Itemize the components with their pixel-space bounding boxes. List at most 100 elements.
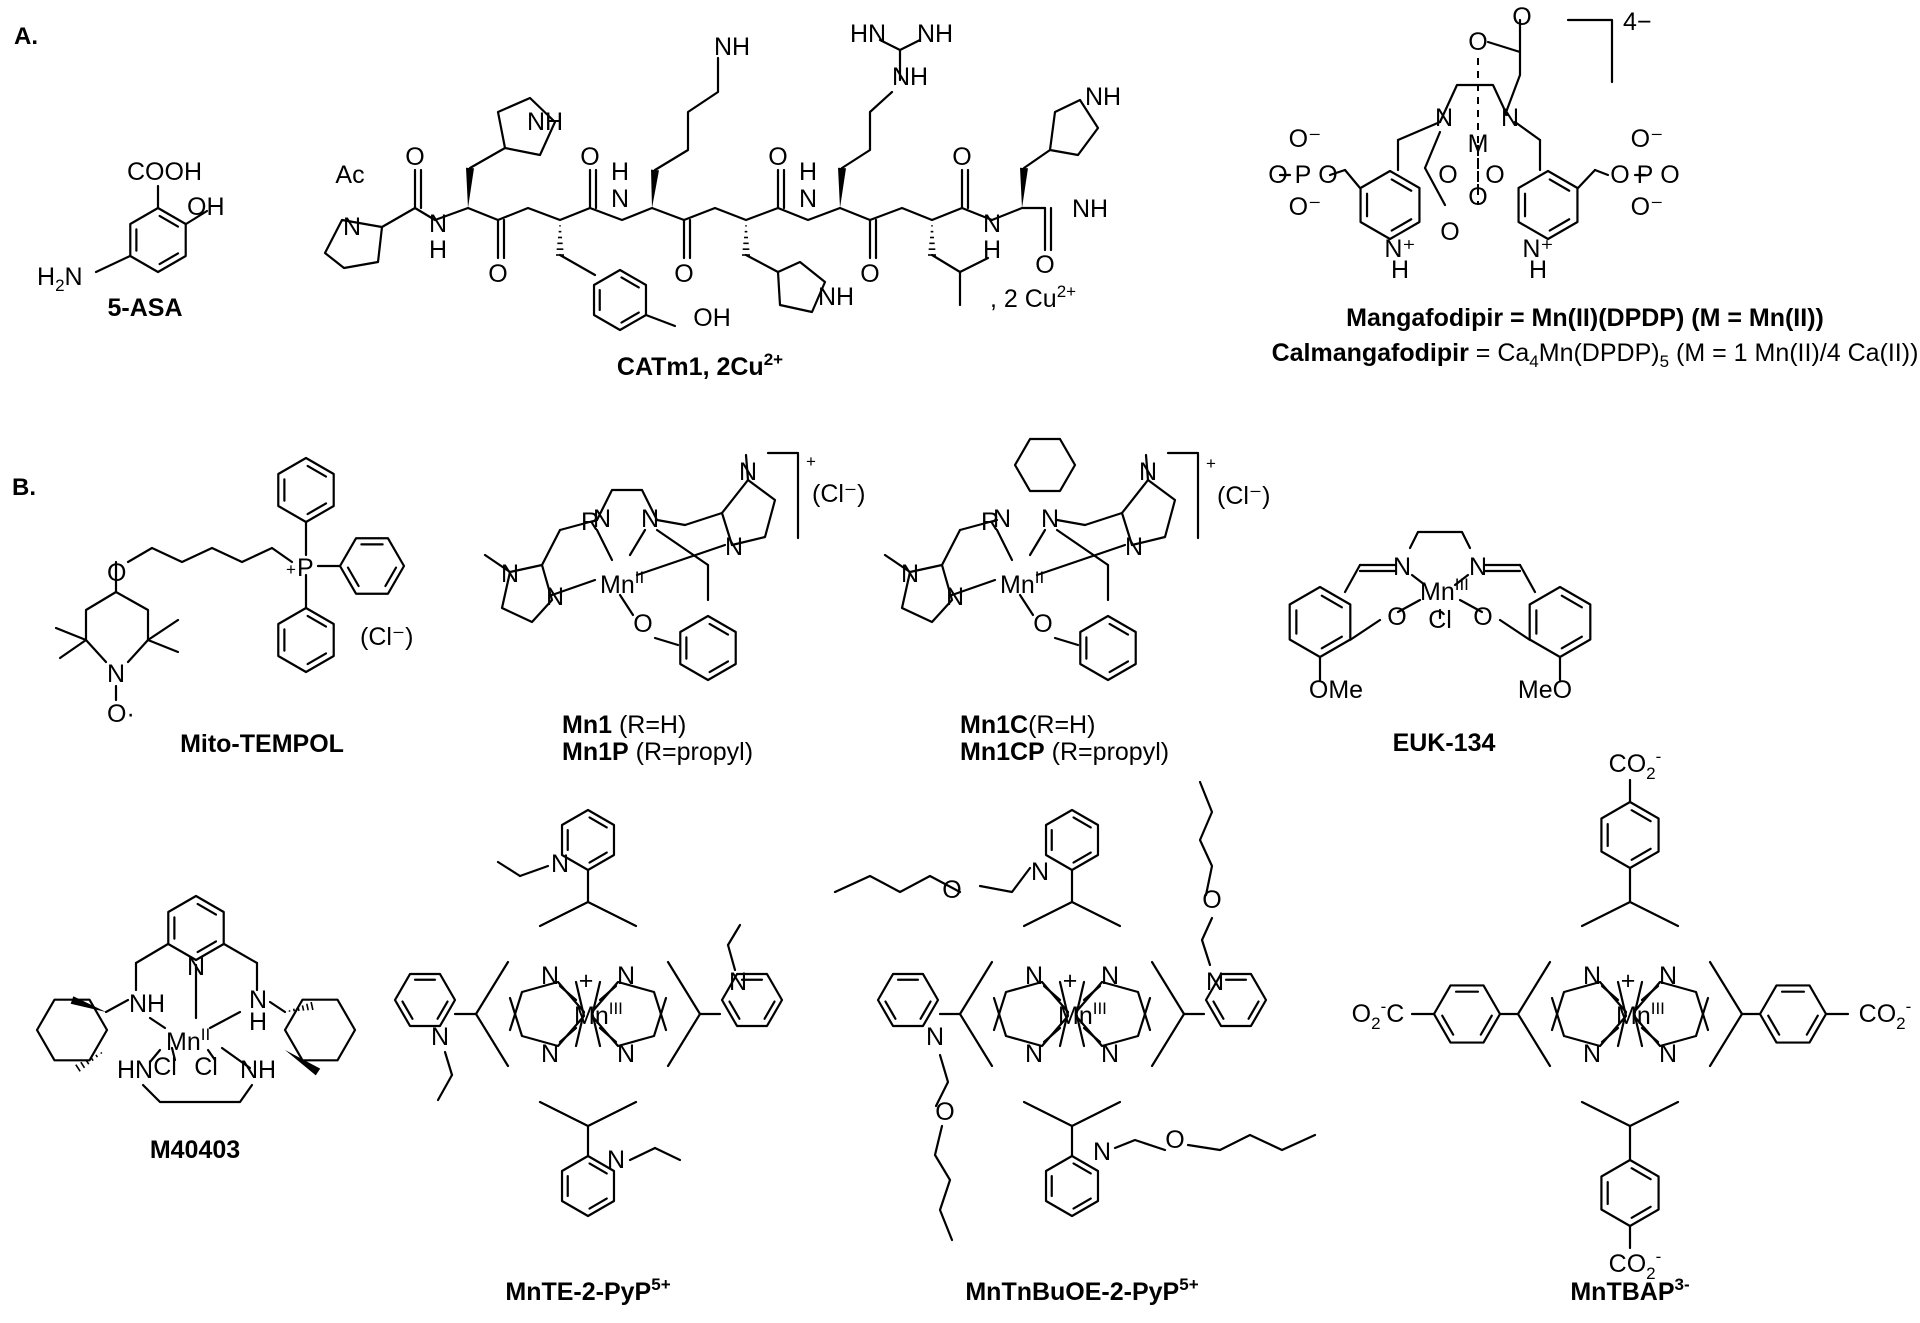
atom-o: O [1468,183,1487,211]
pyridinium-ring [720,972,784,1028]
euk-134-bonds [1288,530,1592,682]
bond [940,528,962,567]
bond [558,253,597,277]
double-bond [728,1000,741,1020]
atom-o-ether: O [107,559,126,587]
imidazole-ring [500,563,554,624]
atom-n: N [739,458,757,486]
pyridinium-ring [393,972,457,1028]
pyridinium-ring [560,808,616,872]
atom-cl: Cl [1428,606,1452,634]
atom-h2n: H2N [37,263,83,295]
hash-bond [292,1008,296,1012]
atom-cooh: COOH [127,158,202,186]
bond [518,864,550,878]
atom-o: O [633,610,652,638]
pyridinium-ring [1044,808,1100,872]
p-plus-charge: + [286,560,296,579]
double-bond [306,464,328,478]
atom-o: O [942,876,961,904]
hash-bond [75,1064,81,1072]
atom-o: O [1035,251,1054,279]
atom-n-amide: N [429,210,447,238]
atom-n-plus: N [926,1023,944,1051]
compound-label-mn1: Mn1 (R=H) [562,711,686,739]
atom-nh2: NH [714,33,750,61]
panel-label-a: A. [14,23,38,50]
bond [1042,984,1062,1002]
bond [598,984,618,1002]
bond [483,553,512,574]
bond [930,253,962,307]
butyl-chain [933,1124,954,1242]
double-bond [1805,1014,1819,1036]
bond [268,1000,287,1014]
pyrrole-ring [992,980,1070,1048]
bond [1396,598,1422,614]
pyrrole-ring [1074,980,1152,1048]
cyclohexane-ring [283,998,357,1062]
atom-ome: OMe [1309,676,1363,704]
bond [538,1100,638,1128]
imidazole-ring [720,478,777,547]
atom-nh: NH [892,63,928,91]
benzene-ring [1600,800,1660,870]
arginine-chain [840,90,894,170]
bond [1022,1100,1122,1128]
bond [1640,984,1660,1002]
atom-plus: + [1621,967,1636,995]
wedge-bond [838,167,846,208]
atom-n: N [1125,533,1143,561]
atom-plus: + [1063,967,1078,995]
double-bond [1630,1167,1652,1181]
atom-o: O [1438,161,1457,189]
atom-n-amide: N [983,210,1001,238]
bond [1055,518,1087,527]
atom-mn: MnII [1000,568,1044,599]
pyrrolidine-ring [323,218,384,270]
atom-n: N [901,560,919,588]
hash-bond [90,1056,94,1062]
atom-o: O [1268,161,1287,189]
atom-n: N [1435,104,1453,132]
phenyl-ring [277,456,335,524]
bond [655,528,710,567]
bond [468,146,507,170]
bond [558,518,599,532]
catm1-counter-ion: , 2 Cu2+ [990,282,1076,313]
bond [1028,528,1047,557]
bond [134,942,170,965]
mito-tempol-bonds [54,456,406,702]
charge-bracket [1566,18,1614,84]
bond [635,543,727,577]
double-bond [1390,218,1413,232]
imidazole-ring [496,96,557,157]
bond [220,1046,252,1070]
bond [1640,1026,1660,1044]
bond [1708,960,1744,1068]
hash-bond [85,1059,90,1065]
compound-label-m40403: M40403 [150,1136,240,1164]
atom-o: O [674,260,693,288]
double-bond [401,1000,414,1020]
atom-r: R [581,508,599,536]
bond [598,1026,618,1044]
mnte-bonds [393,808,784,1218]
carboxylate-left: O2-C [1352,997,1405,1033]
atom-n: N [641,505,659,533]
bond [898,38,922,52]
bond [1042,1026,1062,1044]
pentyl-chain [126,546,294,564]
atom-n: N [1583,1040,1601,1068]
atom-p: P [1637,161,1654,189]
compound-label-mito-tempol: Mito-TEMPOL [180,730,344,758]
ethylene-bridge [595,488,659,522]
atom-p: P [297,554,314,582]
mangafodipir-caption: Mangafodipir = Mn(II)(DPDP) (M = Mn(II)) [1346,304,1824,332]
bond [1396,120,1442,142]
atom-n: N [501,560,519,588]
atom-h-amide: H [983,236,1001,264]
